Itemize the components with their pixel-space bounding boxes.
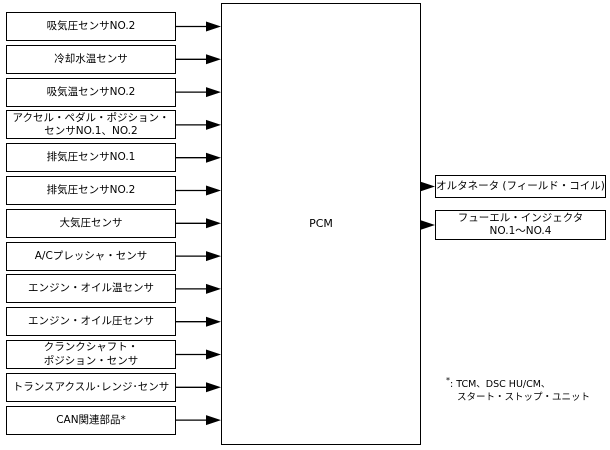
footnote-line1: : TCM、DSC HU/CM、 [450, 379, 551, 391]
input-arrow [176, 251, 221, 262]
input-sensor-box: アクセル・ペダル・ポジション・ センサNO.1、NO.2 [6, 110, 176, 140]
input-sensor-box: CAN関連部品* [6, 405, 176, 435]
input-arrow [176, 218, 221, 229]
output-label: フューエル・インジェクタ NO.1〜NO.4 [457, 211, 584, 237]
input-arrow [176, 21, 221, 32]
input-sensor-label: エンジン・オイル温センサ [28, 282, 154, 295]
input-sensor-box: 排気圧センサNO.2 [6, 176, 176, 205]
input-arrow [176, 415, 221, 426]
input-sensor-box: エンジン・オイル温センサ [6, 274, 176, 304]
input-arrow [176, 283, 221, 294]
output-alternator-box: オルタネータ (フィールド・コイル) [435, 175, 606, 198]
input-sensor-label: 吸気温センサNO.2 [46, 85, 136, 98]
input-arrow [176, 382, 221, 393]
input-sensor-label: 大気圧センサ [59, 216, 123, 229]
input-arrow [176, 119, 221, 130]
input-sensor-label: 排気圧センサNO.2 [46, 183, 136, 196]
input-arrow [176, 152, 221, 163]
input-sensor-box: エンジン・オイル圧センサ [6, 307, 176, 337]
pcm-label: PCM [309, 217, 333, 231]
input-sensor-box: 大気圧センサ [6, 208, 176, 238]
input-sensor-box: 冷却水温センサ [6, 44, 176, 74]
output-arrow-alternator [420, 181, 435, 192]
input-arrow [176, 54, 221, 65]
input-arrow [176, 349, 221, 360]
footnote-marker: * [446, 376, 450, 385]
input-sensor-label: エンジン・オイル圧センサ [28, 315, 154, 328]
input-arrow [176, 316, 221, 327]
input-sensor-label: CAN関連部品* [56, 413, 126, 426]
input-sensor-label: 吸気圧センサNO.2 [46, 19, 136, 32]
pcm-block: PCM [221, 3, 421, 445]
output-arrow-fuel-injector [420, 220, 435, 230]
input-sensor-label: 冷却水温センサ [54, 52, 128, 65]
input-sensor-box: A/Cプレッシャ・センサ [6, 241, 176, 271]
input-sensor-label: 排気圧センサNO.1 [46, 151, 136, 164]
input-arrow [176, 87, 221, 98]
input-sensor-label: トランスアクスル･レンジ･センサ [12, 380, 170, 393]
input-sensor-label: アクセル・ペダル・ポジション・ センサNO.1、NO.2 [12, 111, 170, 137]
input-sensor-label: A/Cプレッシャ・センサ [34, 249, 148, 262]
input-sensor-box: 排気圧センサNO.1 [6, 143, 176, 173]
footnote-line2: スタート・ストップ・ユニット [457, 391, 591, 403]
input-sensor-label: クランクシャフト・ ポジション・センサ [43, 341, 139, 367]
input-sensor-box: 吸気圧センサNO.2 [6, 12, 176, 41]
output-label: オルタネータ (フィールド・コイル) [436, 179, 605, 192]
input-sensor-box: クランクシャフト・ ポジション・センサ [6, 340, 176, 369]
footnote: *: TCM、DSC HU/CM、 スタート・ストップ・ユニット [446, 376, 590, 404]
input-arrow [176, 185, 221, 196]
input-sensor-box: 吸気温センサNO.2 [6, 77, 176, 107]
output-fuel-injector-box: フューエル・インジェクタ NO.1〜NO.4 [435, 210, 606, 240]
input-sensor-box: トランスアクスル･レンジ･センサ [6, 372, 176, 402]
